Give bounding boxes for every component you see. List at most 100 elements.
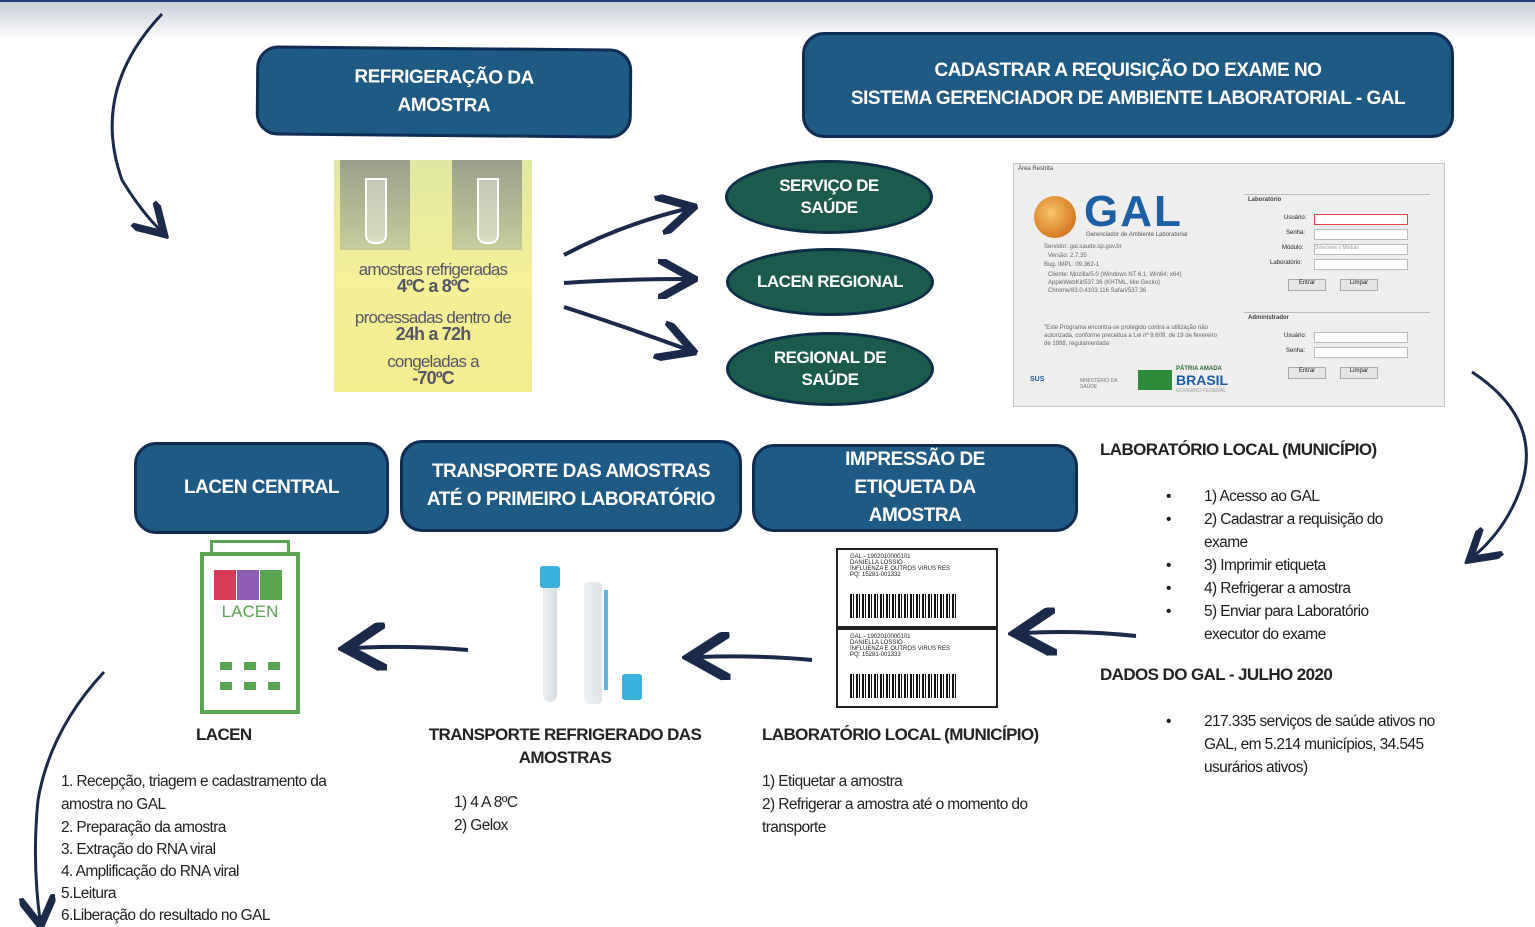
swab-tube-icon — [584, 582, 602, 704]
list-item-text: 217.335 serviços de saúde ativos no GAL,… — [1204, 713, 1435, 776]
branch-arrows — [563, 195, 700, 365]
label-line: INFLUENZA E OUTROS VIRUS RES — [850, 646, 951, 652]
gal-notice: "Este Programa encontra-se protegido con… — [1044, 325, 1217, 347]
gal-login-screenshot: Área Restrita GAL Gerenciador de Ambient… — [1013, 163, 1445, 407]
local-lab-title: LABORATÓRIO LOCAL (MUNICÍPIO) — [1100, 440, 1377, 459]
admin-limpar-button[interactable]: Limpar — [1340, 367, 1378, 379]
admin-senha-input[interactable] — [1314, 347, 1408, 358]
sus-logo: SUS — [1030, 376, 1045, 383]
pill-lacen-regional-text: LACEN REGIONAL — [757, 272, 904, 291]
banner-refrigeracao-text: REFRIGERAÇÃO DA AMOSTRA — [354, 66, 534, 117]
list-item: •4) Refrigerar a amostra — [1166, 577, 1426, 600]
gal-info-1: Servidor: gal.saude.sp.gov.br — [1044, 244, 1122, 250]
admin-panel-title: Administrador — [1248, 315, 1290, 321]
sample-label: GAL - 1902010000101 DANIELLA LOSSIO INFL… — [836, 548, 998, 628]
etiqueta-item-1: 1) Etiquetar a amostra — [762, 773, 903, 790]
tube-cap-icon — [622, 674, 642, 700]
gal-info-3: Bug. IMPL: 09.362-1 — [1044, 262, 1100, 268]
fridge-text-3: processadas dentro de — [354, 308, 512, 327]
entrar-button[interactable]: Entrar — [1288, 279, 1326, 291]
banner-impressao: IMPRESSÃO DE ETIQUETA DA AMOSTRA — [752, 444, 1078, 532]
brasil-text: BRASIL — [1176, 372, 1229, 388]
fridge-text-1: amostras refrigeradas — [358, 260, 508, 279]
bullet-icon: • — [1166, 511, 1171, 528]
arrow-to-lacen-regional — [563, 279, 686, 283]
fridge-shelf — [340, 160, 410, 250]
senha-label: Senha: — [1286, 230, 1306, 236]
bullet-icon: • — [1166, 488, 1171, 505]
label-line: DANIELLA LOSSIO — [850, 560, 903, 566]
limpar-button[interactable]: Limpar — [1340, 279, 1378, 291]
list-item: •217.335 serviços de saúde ativos no GAL… — [1166, 710, 1456, 779]
fridge-shelf — [452, 160, 522, 250]
patria-amada-text: PÁTRIA AMADA — [1176, 366, 1222, 372]
bullet-icon: • — [1166, 580, 1171, 597]
admin-entrar-button[interactable]: Entrar — [1288, 367, 1326, 379]
banner-transporte-text: TRANSPORTE DAS AMOSTRAS ATÉ O PRIMEIRO L… — [426, 461, 716, 510]
gal-info-2: Versão: 2.7.35 — [1048, 253, 1087, 259]
fridge-text-6: -70ºC — [412, 368, 454, 388]
list-item-text: 1) Acesso ao GAL — [1204, 488, 1320, 505]
top-header-bar — [0, 0, 1535, 40]
barcode-icon — [850, 674, 956, 698]
label-line: GAL - 1902010000101 — [850, 634, 911, 640]
governo-text: GOVERNO FEDERAL — [1176, 388, 1227, 394]
bullet-icon: • — [1166, 557, 1171, 574]
gal-lab-panel: Laboratório Usuário: Senha: Módulo: Sele… — [1244, 194, 1430, 305]
admin-usuario-input[interactable] — [1314, 332, 1408, 343]
list-item-text: 5) Enviar para Laboratório executor do e… — [1204, 603, 1369, 643]
list-item: • 1) Acesso ao GAL — [1166, 485, 1426, 508]
label-line: PQ: 15281-001332 — [850, 572, 901, 578]
transporte-item-2: 2) Gelox — [454, 817, 508, 834]
transporte-section-title: TRANSPORTE REFRIGERADO DAS AMOSTRAS — [428, 725, 702, 767]
label-line: GAL - 1902010000101 — [850, 554, 911, 560]
lacen-item-1: 1. Recepção, triagem e cadastramento da … — [61, 773, 327, 813]
label-line: INFLUENZA E OUTROS VIRUS RES — [850, 566, 951, 572]
banner-refrigeracao: REFRIGERAÇÃO DA AMOSTRA — [255, 45, 633, 139]
modulo-select[interactable]: Selecione o Módulo — [1314, 244, 1408, 255]
pill-servico-saude: SERVIÇO DE SAÚDE — [725, 160, 933, 234]
arrow-to-transport — [698, 656, 813, 660]
gal-admin-panel: Administrador Usuário: Senha: Entrar Lim… — [1244, 312, 1430, 393]
list-item-text: 3) Imprimir etiqueta — [1204, 557, 1326, 574]
transport-tube-icon — [540, 566, 560, 706]
gal-logo-text: GAL — [1084, 187, 1183, 236]
swab-icon — [604, 590, 608, 690]
list-item: • 5) Enviar para Laboratório executor do … — [1166, 600, 1426, 646]
list-item-text: 2) Cadastrar a requisição do exame — [1204, 511, 1383, 551]
fridge-text-4: 24h a 72h — [395, 324, 472, 344]
lacen-item-3: 3. Extração do RNA viral — [61, 841, 216, 858]
fridge-text-2: 4ºC a 8ºC — [397, 276, 470, 296]
admin-senha-label: Senha: — [1286, 348, 1306, 354]
test-tube-icon — [477, 178, 499, 244]
usuario-input[interactable] — [1314, 214, 1408, 225]
laboratorio-select[interactable] — [1314, 259, 1408, 270]
list-item: • 3) Imprimir etiqueta — [1166, 554, 1426, 577]
arrow-to-servico — [563, 209, 686, 257]
bullet-icon: • — [1166, 603, 1171, 620]
lacen-item-2: 2. Preparação da amostra — [61, 819, 226, 836]
fridge-text-5: congeladas a — [387, 352, 479, 371]
ministerio-logo: MINISTÉRIO DA SAÚDE — [1080, 378, 1118, 390]
brasil-flag-icon — [1138, 370, 1172, 390]
label-line: DANIELLA LOSSIO — [850, 640, 903, 646]
label-line: PQ: 15281-001333 — [850, 652, 901, 658]
banner-transporte: TRANSPORTE DAS AMOSTRAS ATÉ O PRIMEIRO L… — [400, 440, 742, 532]
senha-input[interactable] — [1314, 229, 1408, 240]
arrow-to-labels — [1024, 632, 1137, 636]
refrigerated-samples-image: amostras refrigeradas 4ºC a 8ºC processa… — [334, 160, 532, 392]
usuario-label: Usuário: — [1284, 215, 1307, 221]
gal-area-restrita: Área Restrita — [1018, 166, 1054, 172]
lacen-building-icon: LACEN — [190, 540, 310, 716]
lacen-building-label: LACEN — [221, 602, 279, 621]
lacen-item-5: 5.Leitura — [61, 885, 117, 902]
lacen-item-6: 6.Liberação do resultado no GAL — [61, 907, 270, 924]
banner-lacen-central-text: LACEN CENTRAL — [184, 477, 340, 498]
banner-cadastrar: CADASTRAR A REQUISIÇÃO DO EXAME NO SISTE… — [802, 32, 1454, 138]
arrow-to-lacen — [354, 647, 469, 650]
sample-label: GAL - 1902010000101 DANIELLA LOSSIO INFL… — [836, 628, 998, 708]
gal-info-4: Cliente: Mozilla/5.0 (Windows NT 6.1; Wi… — [1048, 272, 1182, 294]
banner-cadastrar-line2: SISTEMA GERENCIADOR DE AMBIENTE LABORATO… — [850, 88, 1406, 109]
banner-impressao-text: IMPRESSÃO DE ETIQUETA DA AMOSTRA — [845, 449, 985, 526]
lacen-section-title: LACEN — [196, 725, 252, 744]
